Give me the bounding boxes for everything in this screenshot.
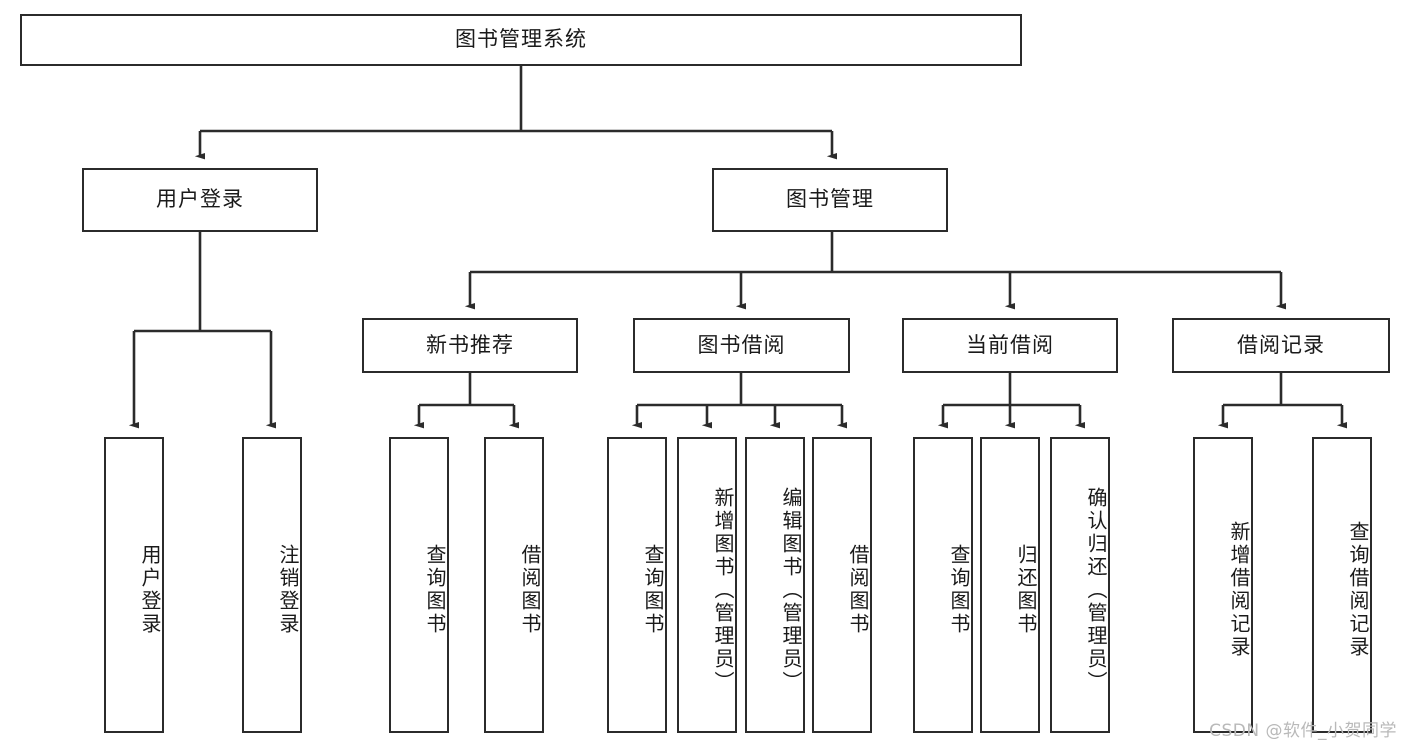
- node-leaf-query-book-2[interactable]: 查询图书: [607, 437, 667, 733]
- node-leaf-return-book[interactable]: 归还图书: [980, 437, 1040, 733]
- node-leaf-user-login[interactable]: 用户登录: [104, 437, 164, 733]
- node-leaf-query-book-1-label: 查询图书: [423, 544, 447, 636]
- node-leaf-query-record[interactable]: 查询借阅记录: [1312, 437, 1372, 733]
- node-current-borrow-label: 当前借阅: [966, 332, 1054, 357]
- node-leaf-confirm-return[interactable]: 确认归还（管理员）: [1050, 437, 1110, 733]
- node-user-login[interactable]: 用户登录: [82, 168, 318, 232]
- node-leaf-add-book[interactable]: 新增图书（管理员）: [677, 437, 737, 733]
- csdn-watermark: CSDN @软件_小贺同学: [1209, 721, 1397, 741]
- node-leaf-query-book-3[interactable]: 查询图书: [913, 437, 973, 733]
- node-root[interactable]: 图书管理系统: [20, 14, 1022, 66]
- node-root-label: 图书管理系统: [455, 27, 587, 52]
- node-leaf-edit-book-label: 编辑图书（管理员）: [779, 486, 803, 694]
- node-new-book-recommend-label: 新书推荐: [426, 332, 514, 357]
- node-leaf-add-book-label: 新增图书（管理员）: [711, 486, 735, 694]
- node-leaf-query-book-2-label: 查询图书: [641, 544, 665, 636]
- node-book-borrow[interactable]: 图书借阅: [633, 318, 850, 373]
- node-book-management-label: 图书管理: [786, 187, 874, 212]
- node-leaf-borrow-book-2[interactable]: 借阅图书: [812, 437, 872, 733]
- node-current-borrow[interactable]: 当前借阅: [902, 318, 1118, 373]
- node-leaf-user-logout-label: 注销登录: [276, 544, 300, 636]
- node-user-login-label: 用户登录: [156, 187, 244, 212]
- node-new-book-recommend[interactable]: 新书推荐: [362, 318, 578, 373]
- node-leaf-add-record-label: 新增借阅记录: [1227, 521, 1251, 659]
- node-leaf-borrow-book-2-label: 借阅图书: [846, 544, 870, 636]
- node-leaf-return-book-label: 归还图书: [1014, 544, 1038, 636]
- node-leaf-query-book-3-label: 查询图书: [947, 544, 971, 636]
- node-leaf-borrow-book-1[interactable]: 借阅图书: [484, 437, 544, 733]
- node-book-management[interactable]: 图书管理: [712, 168, 948, 232]
- node-leaf-borrow-book-1-label: 借阅图书: [518, 544, 542, 636]
- node-leaf-add-record[interactable]: 新增借阅记录: [1193, 437, 1253, 733]
- node-leaf-query-book-1[interactable]: 查询图书: [389, 437, 449, 733]
- node-borrow-record-label: 借阅记录: [1237, 332, 1325, 357]
- node-leaf-edit-book[interactable]: 编辑图书（管理员）: [745, 437, 805, 733]
- node-leaf-user-logout[interactable]: 注销登录: [242, 437, 302, 733]
- node-leaf-user-login-label: 用户登录: [138, 544, 162, 636]
- node-leaf-confirm-return-label: 确认归还（管理员）: [1084, 486, 1108, 694]
- node-borrow-record[interactable]: 借阅记录: [1172, 318, 1390, 373]
- node-leaf-query-record-label: 查询借阅记录: [1346, 521, 1370, 659]
- node-book-borrow-label: 图书借阅: [697, 332, 786, 357]
